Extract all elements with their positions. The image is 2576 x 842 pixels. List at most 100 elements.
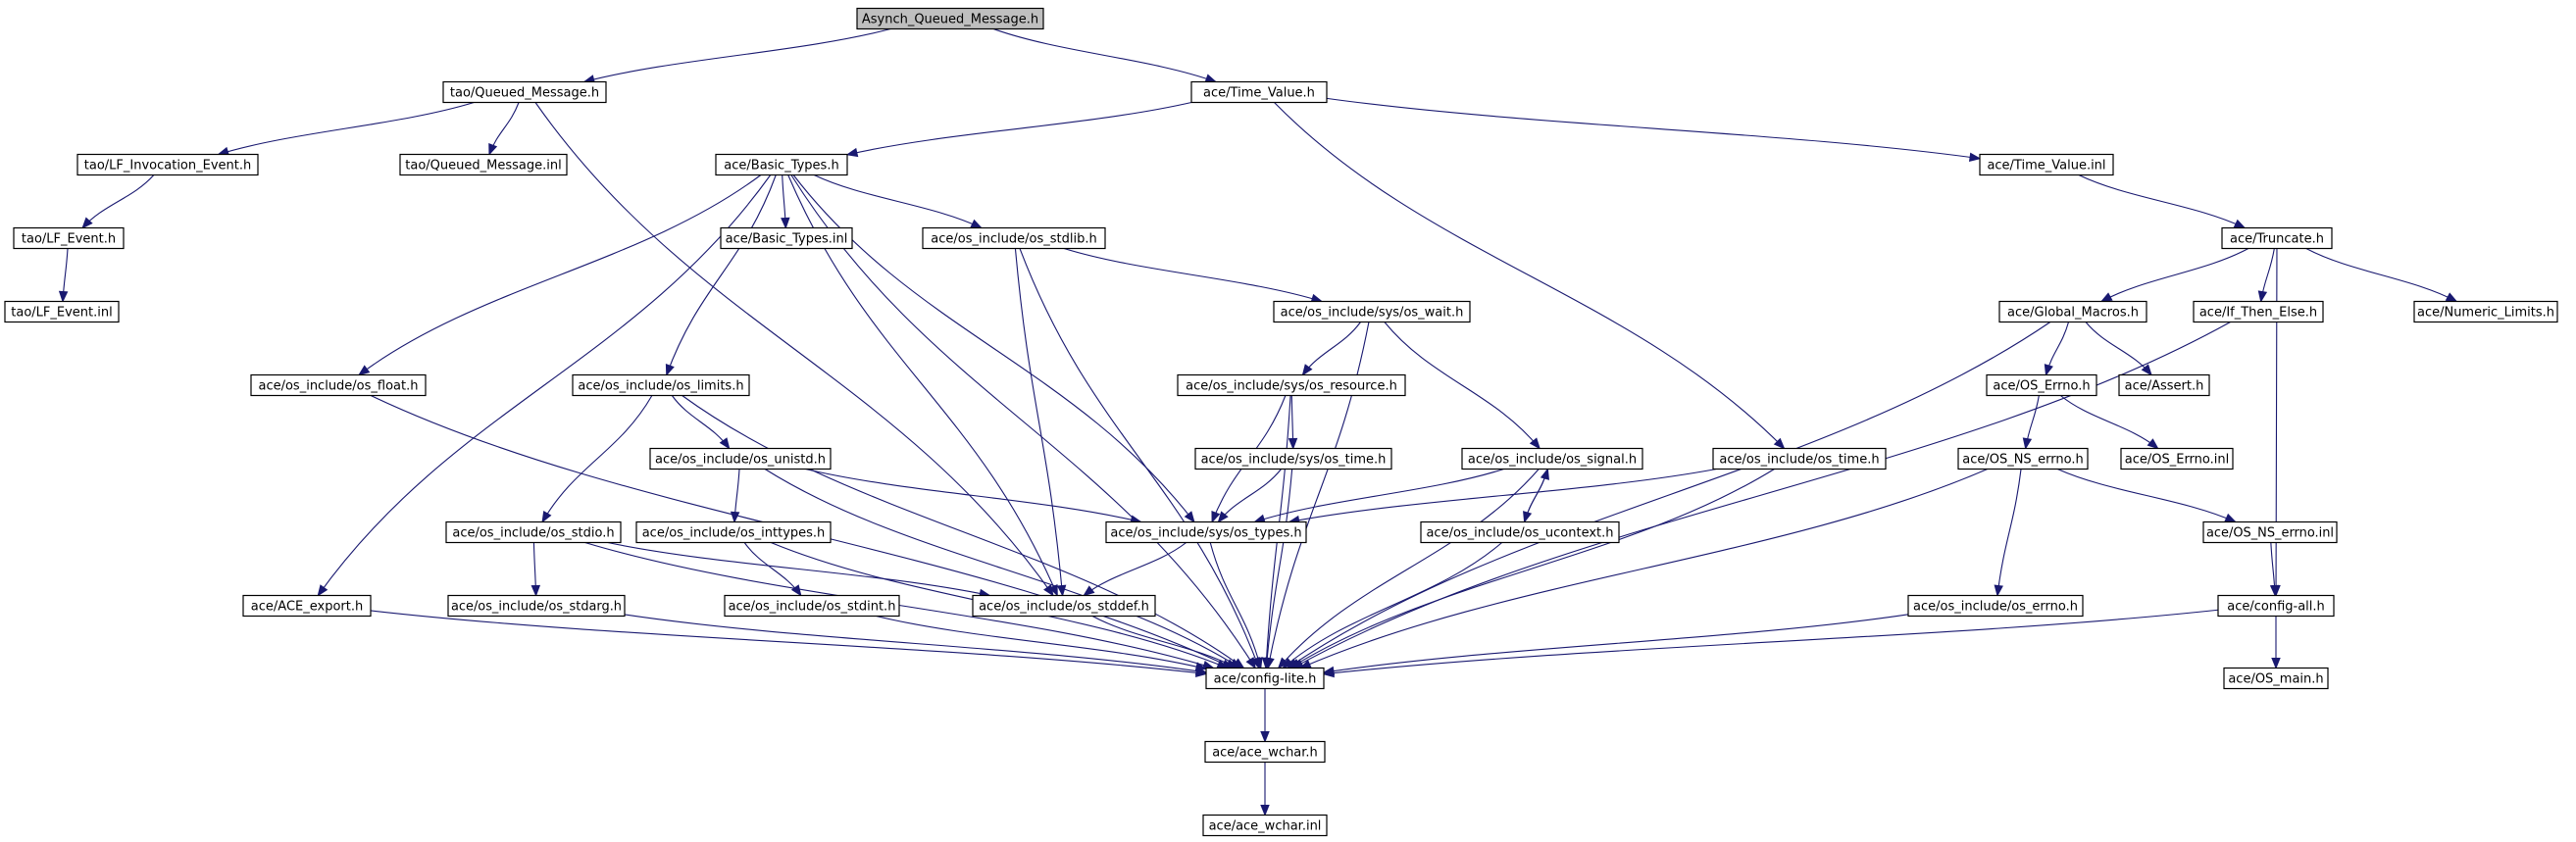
- edge-ace-basic-types-h-to-ace-ace-export-h: [317, 174, 772, 597]
- node-ace-os-errno-inl[interactable]: ace/OS_Errno.inl: [2120, 447, 2234, 471]
- edge-arrowhead: [1277, 657, 1289, 669]
- node-label: ace/Time_Value.h: [1203, 86, 1315, 101]
- node-ace-global-macros-h[interactable]: ace/Global_Macros.h: [1998, 300, 2147, 323]
- node-ace-os-include-os-stdint-h[interactable]: ace/os_include/os_stdint.h: [724, 594, 900, 618]
- edge-arrowhead: [719, 437, 731, 450]
- edge-arrowhead: [1773, 437, 1786, 450]
- edge-line: [666, 174, 777, 375]
- node-ace-os-errno-h[interactable]: ace/OS_Errno.h: [1986, 373, 2097, 397]
- node-ace-time-value-h[interactable]: ace/Time_Value.h: [1190, 80, 1328, 104]
- node-ace-os-include-os-stddef-h[interactable]: ace/os_include/os_stddef.h: [972, 594, 1156, 618]
- node-ace-os-include-os-float-h[interactable]: ace/os_include/os_float.h: [250, 373, 427, 397]
- node-ace-numeric-limits-h[interactable]: ace/Numeric_Limits.h: [2413, 300, 2558, 323]
- edge-arrowhead: [1184, 511, 1195, 523]
- node-box: [447, 594, 626, 618]
- node-ace-time-value-inl[interactable]: ace/Time_Value.inl: [1979, 153, 2114, 176]
- edge-ace-os-include-os-stdint-h-to-ace-config-lite-h: [876, 615, 1208, 671]
- node-box: [1712, 447, 1887, 471]
- node-tao-lf-event-h[interactable]: tao/LF_Event.h: [13, 226, 125, 250]
- node-ace-if-then-else-h[interactable]: ace/If_Then_Else.h: [2193, 300, 2324, 323]
- edge-arrowhead: [1540, 468, 1549, 480]
- node-ace-os-include-sys-os-time-h[interactable]: ace/os_include/sys/os_time.h: [1194, 447, 1392, 471]
- node-asynch-queued-message-h[interactable]: Asynch_Queued_Message.h: [856, 7, 1044, 30]
- edge-arrowhead: [1260, 731, 1270, 743]
- edge-arrowhead: [970, 219, 984, 229]
- edge-line: [1209, 542, 1262, 669]
- node-box: [1420, 520, 1620, 544]
- edge-line: [2275, 248, 2278, 596]
- edge-ace-os-include-os-stdlib-h-to-ace-os-include-os-stddef-h: [1014, 248, 1067, 597]
- edge-ace-basic-types-h-to-ace-os-include-sys-os-types-h: [792, 174, 1195, 523]
- node-ace-basic-types-h[interactable]: ace/Basic_Types.h: [715, 153, 848, 176]
- node-ace-os-include-os-limits-h[interactable]: ace/os_include/os_limits.h: [572, 373, 750, 397]
- edge-line: [764, 469, 1241, 669]
- edge-line: [876, 615, 1207, 669]
- node-ace-truncate-h[interactable]: ace/Truncate.h: [2221, 226, 2333, 250]
- edge-line: [2100, 248, 2249, 302]
- edge-arrowhead: [2233, 219, 2247, 229]
- edge-ace-os-include-os-ucontext-h-to-ace-config-lite-h: [1282, 542, 1503, 669]
- node-label: ace/os_include/os_time.h: [1719, 453, 1879, 468]
- edge-arrowhead: [2044, 364, 2053, 376]
- node-ace-os-include-os-stdlib-h[interactable]: ace/os_include/os_stdlib.h: [922, 226, 1106, 250]
- edge-line: [2085, 322, 2152, 375]
- edge-line: [805, 468, 1141, 523]
- node-ace-config-lite-h[interactable]: ace/config-lite.h: [1205, 667, 1325, 690]
- node-box: [1273, 300, 1471, 323]
- node-ace-assert-h[interactable]: ace/Assert.h: [2118, 373, 2210, 397]
- edge-ace-time-value-h-to-ace-time-value-inl: [1326, 97, 1982, 162]
- node-ace-os-include-os-errno-h[interactable]: ace/os_include/os_errno.h: [1907, 594, 2084, 618]
- node-label: tao/LF_Invocation_Event.h: [84, 159, 251, 173]
- node-ace-os-include-os-ucontext-h[interactable]: ace/os_include/os_ucontext.h: [1420, 520, 1620, 544]
- edge-line: [1218, 469, 1282, 522]
- edge-line: [1254, 468, 1504, 523]
- edge-line: [1302, 322, 1361, 375]
- node-ace-os-include-sys-os-wait-h[interactable]: ace/os_include/sys/os_wait.h: [1273, 300, 1471, 323]
- node-ace-os-include-os-stdarg-h[interactable]: ace/os_include/os_stdarg.h: [447, 594, 626, 618]
- node-ace-ace-export-h[interactable]: ace/ACE_export.h: [242, 594, 372, 618]
- edge-ace-os-include-sys-os-time-h-to-ace-config-lite-h: [1262, 469, 1293, 669]
- node-ace-os-include-os-signal-h[interactable]: ace/os_include/os_signal.h: [1461, 447, 1643, 471]
- node-ace-os-ns-errno-inl[interactable]: ace/OS_NS_errno.inl: [2202, 520, 2338, 544]
- edge-line: [1292, 322, 2231, 669]
- edge-line: [1282, 542, 1503, 669]
- edge-ace-os-include-sys-os-types-h-to-ace-config-lite-h: [1209, 542, 1263, 669]
- node-ace-basic-types-inl[interactable]: ace/Basic_Types.inl: [720, 226, 853, 250]
- edge-line: [2305, 248, 2457, 302]
- node-ace-ace-wchar-inl[interactable]: ace/ace_wchar.inl: [1202, 814, 1328, 837]
- edge-arrowhead: [1083, 585, 1095, 597]
- node-label: ace/os_include/os_ucontext.h: [1426, 526, 1613, 541]
- node-ace-os-main-h[interactable]: ace/OS_main.h: [2223, 667, 2329, 690]
- node-box: [2223, 667, 2329, 690]
- edge-line: [2057, 468, 2236, 523]
- edge-ace-os-include-os-inttypes-h-to-ace-os-include-os-stdint-h: [743, 542, 802, 597]
- node-box: [724, 594, 900, 618]
- node-box: [2413, 300, 2558, 323]
- edge-line: [2078, 174, 2246, 228]
- node-ace-os-include-os-stdio-h[interactable]: ace/os_include/os_stdio.h: [445, 520, 622, 544]
- node-ace-os-ns-errno-h[interactable]: ace/OS_NS_errno.h: [1957, 447, 2089, 471]
- node-tao-queued-message-inl[interactable]: tao/Queued_Message.inl: [399, 153, 568, 176]
- node-box: [2217, 594, 2335, 618]
- edge-ace-time-value-inl-to-ace-truncate-h: [2078, 174, 2247, 229]
- edge-arrowhead: [2141, 364, 2152, 376]
- node-ace-os-include-sys-os-resource-h[interactable]: ace/os_include/sys/os_resource.h: [1177, 373, 1406, 397]
- node-ace-os-include-os-time-h[interactable]: ace/os_include/os_time.h: [1712, 447, 1887, 471]
- node-ace-os-include-sys-os-types-h[interactable]: ace/os_include/sys/os_types.h: [1105, 520, 1307, 544]
- node-box: [2193, 300, 2324, 323]
- edge-arrowhead: [1322, 668, 1335, 678]
- node-ace-os-include-os-inttypes-h[interactable]: ace/os_include/os_inttypes.h: [635, 520, 832, 544]
- node-box: [1461, 447, 1643, 471]
- node-tao-lf-event-inl[interactable]: tao/LF_Event.inl: [4, 300, 120, 323]
- edge-ace-os-include-sys-os-time-h-to-ace-os-include-sys-os-types-h: [1217, 469, 1282, 523]
- edge-arrowhead: [58, 290, 69, 303]
- node-ace-config-all-h[interactable]: ace/config-all.h: [2217, 594, 2335, 618]
- node-label: ace/Basic_Types.h: [724, 159, 838, 173]
- node-ace-os-include-os-unistd-h[interactable]: ace/os_include/os_unistd.h: [649, 447, 832, 471]
- node-tao-lf-invocation-event-h[interactable]: tao/LF_Invocation_Event.h: [76, 153, 259, 176]
- node-tao-queued-message-h[interactable]: tao/Queued_Message.h: [442, 80, 607, 104]
- node-ace-ace-wchar-h[interactable]: ace/ace_wchar.h: [1204, 740, 1326, 764]
- node-label: ace/OS_main.h: [2228, 672, 2323, 687]
- edge-line: [541, 395, 653, 522]
- node-label: ace/os_include/os_stddef.h: [979, 600, 1149, 615]
